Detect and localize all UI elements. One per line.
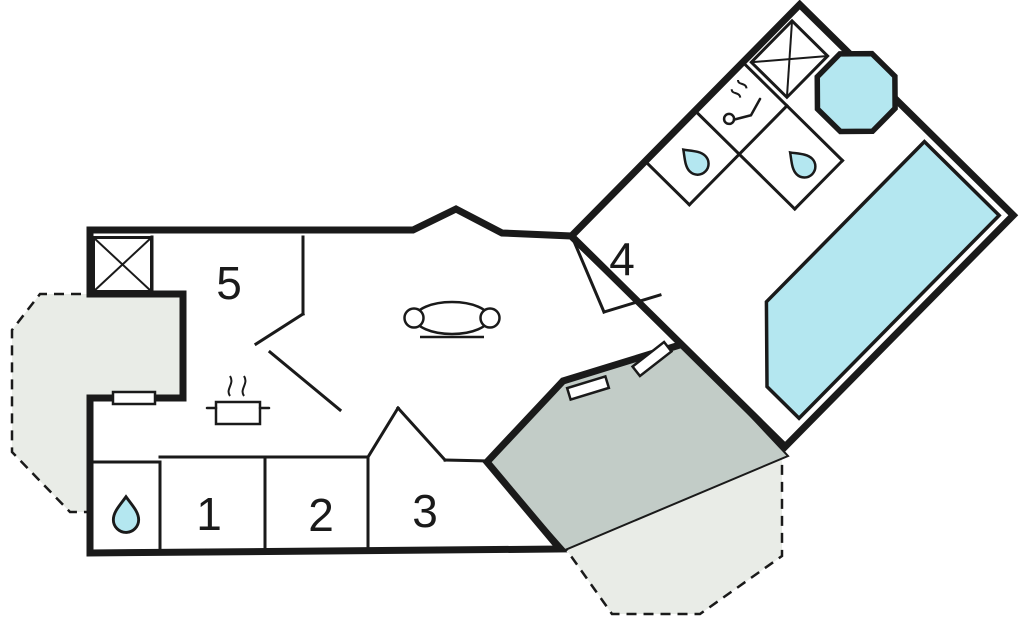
pool-wing-outline (566, 0, 1019, 452)
water-drop-icon (788, 150, 817, 179)
window-cross-icon (92, 236, 153, 293)
water-drop-icon (111, 494, 141, 534)
pool-wing-partitions (643, 60, 845, 212)
room-label-5: 5 (216, 257, 242, 309)
sofa-icon (403, 300, 501, 339)
door-marker (565, 374, 611, 402)
room-label-4: 4 (609, 233, 635, 285)
hot-tub-icon (814, 50, 898, 135)
window-cross-icon (749, 18, 830, 100)
water-drop-icon (681, 148, 710, 176)
pool (764, 139, 1002, 421)
stove-icon (205, 375, 271, 426)
door-marker (111, 390, 157, 406)
pool-wing (566, 0, 1019, 452)
room-label-1: 1 (196, 488, 222, 540)
sauna-icon (722, 79, 762, 126)
interior-walls (88, 235, 662, 553)
terrace-left (10, 292, 183, 514)
room-label-2: 2 (308, 489, 334, 541)
room-label-3: 3 (412, 485, 438, 537)
door-marker (630, 340, 674, 378)
